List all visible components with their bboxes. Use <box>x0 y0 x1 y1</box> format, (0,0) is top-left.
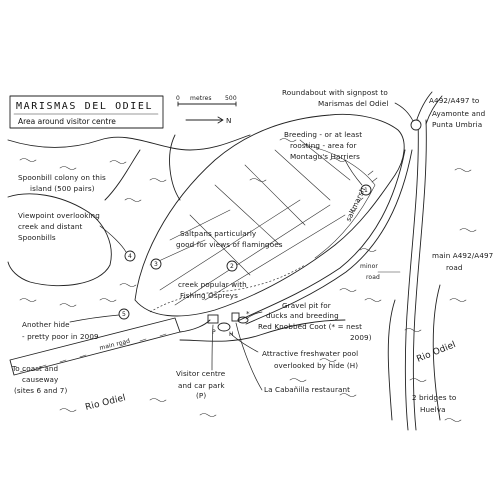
spoonbill-island <box>7 193 112 287</box>
svg-text:- pretty poor in 2009: - pretty poor in 2009 <box>22 332 99 341</box>
svg-text:ducks and breeding: ducks and breeding <box>266 311 339 320</box>
scale-unit: metres <box>190 95 212 102</box>
river-channel-right <box>387 284 441 421</box>
label-creek: creek popular with Fishing Ospreys <box>178 280 247 300</box>
north-arrow: N <box>185 116 231 125</box>
svg-text:Spoonbill colony on this: Spoonbill colony on this <box>18 173 106 182</box>
svg-text:Another hide: Another hide <box>22 320 70 329</box>
svg-text:Fishing Ospreys: Fishing Ospreys <box>180 291 238 300</box>
parking-marker: P <box>212 329 216 336</box>
label-spoonbill-colony: Spoonbill colony on this island (500 pai… <box>18 173 106 193</box>
main-road-strip-label: main road <box>99 338 131 352</box>
scale-max: 500 <box>225 95 237 102</box>
label-gravel-pit: Gravel pit for ducks and breeding Red Kn… <box>245 301 372 342</box>
svg-text:Punta Umbria: Punta Umbria <box>432 120 482 129</box>
svg-text:Marismas del Odiel: Marismas del Odiel <box>318 99 388 108</box>
svg-text:Gravel pit for: Gravel pit for <box>282 301 331 310</box>
annotations: Roundabout with signpost to Marismas del… <box>11 88 493 414</box>
svg-text:Breeding - or at least: Breeding - or at least <box>284 130 362 139</box>
label-harriers: Breeding - or at least roosting - area f… <box>284 130 363 186</box>
map-subtitle: Area around visitor centre <box>18 117 116 126</box>
map-title: MARISMAS DEL ODIEL <box>16 101 153 112</box>
svg-text:creek and distant: creek and distant <box>18 222 83 231</box>
svg-text:2: 2 <box>230 263 234 270</box>
site-marker-2: 2 <box>226 260 238 272</box>
svg-text:creek popular with: creek popular with <box>178 280 247 289</box>
scale-zero: 0 <box>176 95 180 102</box>
svg-text:Viewpoint overlooking: Viewpoint overlooking <box>18 211 100 220</box>
title-box: MARISMAS DEL ODIEL Area around visitor c… <box>9 95 164 129</box>
svg-text:and car park: and car park <box>178 381 225 390</box>
svg-text:To coast and: To coast and <box>11 364 58 373</box>
svg-text:Saltpans particularly: Saltpans particularly <box>180 229 257 238</box>
label-bridges: 2 bridges to Huelva <box>412 393 456 414</box>
label-coast: To coast and causeway (sites 6 and 7) <box>11 364 67 395</box>
visitor-centre-building <box>207 314 219 324</box>
north-label: N <box>226 116 231 125</box>
label-visitor-centre: Visitor centre and car park (P) <box>176 324 226 400</box>
svg-text:2 bridges to: 2 bridges to <box>412 393 456 402</box>
roads <box>239 91 443 431</box>
svg-text:La Cabañilla restaurant: La Cabañilla restaurant <box>264 385 350 394</box>
main-island <box>134 113 405 317</box>
svg-text:2009): 2009) <box>350 333 372 342</box>
svg-text:(P): (P) <box>196 391 206 400</box>
svg-text:A492/A497 to: A492/A497 to <box>429 96 479 105</box>
svg-text:Attractive freshwater pool: Attractive freshwater pool <box>262 349 358 358</box>
svg-text:Spoonbills: Spoonbills <box>18 233 56 242</box>
label-saltpans: Saltpans particularly good for views of … <box>176 229 283 249</box>
mainland-shore <box>7 134 251 201</box>
svg-text:1: 1 <box>364 187 368 194</box>
label-rio-odiel-bottom: Rio Odiel <box>84 393 127 413</box>
restaurant-building <box>231 312 240 322</box>
label-minor-road: minor road <box>360 263 380 281</box>
site-markers: 1 2 3 4 5 <box>118 184 372 320</box>
svg-text:island (500 pairs): island (500 pairs) <box>30 184 95 193</box>
scale-bar: 0 metres 500 <box>176 95 237 107</box>
svg-text:road: road <box>366 274 380 281</box>
svg-text:Visitor centre: Visitor centre <box>176 369 226 378</box>
svg-text:(sites 6 and 7): (sites 6 and 7) <box>14 386 67 395</box>
svg-text:3: 3 <box>154 261 158 268</box>
label-viewpoint: Viewpoint overlooking creek and distant … <box>18 211 127 253</box>
svg-text:minor: minor <box>360 263 378 270</box>
svg-text:Red Knobbed Coot (* = nest: Red Knobbed Coot (* = nest <box>258 322 362 331</box>
site-marker-3: 3 <box>150 258 162 270</box>
label-main-road: main A492/A497 road <box>432 251 493 272</box>
water-waves <box>19 138 477 422</box>
svg-text:roosting - area for: roosting - area for <box>290 141 357 150</box>
svg-text:Montagu's Harriers: Montagu's Harriers <box>290 152 360 161</box>
site-marker-4: 4 <box>124 250 136 262</box>
label-roads-top-right: A492/A497 to Ayamonte and Punta Umbria <box>429 96 485 129</box>
svg-text:Rio Odiel: Rio Odiel <box>84 393 127 413</box>
svg-text:Rio Odiel: Rio Odiel <box>415 340 457 365</box>
svg-text:Huelva: Huelva <box>420 405 446 414</box>
label-another-hide: Another hide - pretty poor in 2009 <box>22 314 120 341</box>
svg-text:overlooked by hide (H): overlooked by hide (H) <box>274 361 358 370</box>
svg-text:Ayamonte and: Ayamonte and <box>432 109 485 118</box>
site-marker-5: 5 <box>118 308 130 320</box>
svg-text:good for views of flamingoes: good for views of flamingoes <box>176 240 283 249</box>
label-restaurant: La Cabañilla restaurant <box>235 322 350 394</box>
label-roundabout: Roundabout with signpost to Marismas del… <box>282 88 414 122</box>
site-marker-1: 1 <box>360 184 372 196</box>
svg-text:Roundabout with signpost to: Roundabout with signpost to <box>282 88 388 97</box>
svg-text:main A492/A497: main A492/A497 <box>432 251 493 260</box>
svg-text:road: road <box>446 263 463 272</box>
svg-text:causeway: causeway <box>22 375 59 384</box>
visitor-centre-area: P H * <box>179 309 346 342</box>
svg-text:4: 4 <box>128 253 132 260</box>
label-rio-odiel-right: Rio Odiel <box>415 340 457 365</box>
svg-text:5: 5 <box>122 311 126 318</box>
nest-marker: * <box>246 309 250 318</box>
